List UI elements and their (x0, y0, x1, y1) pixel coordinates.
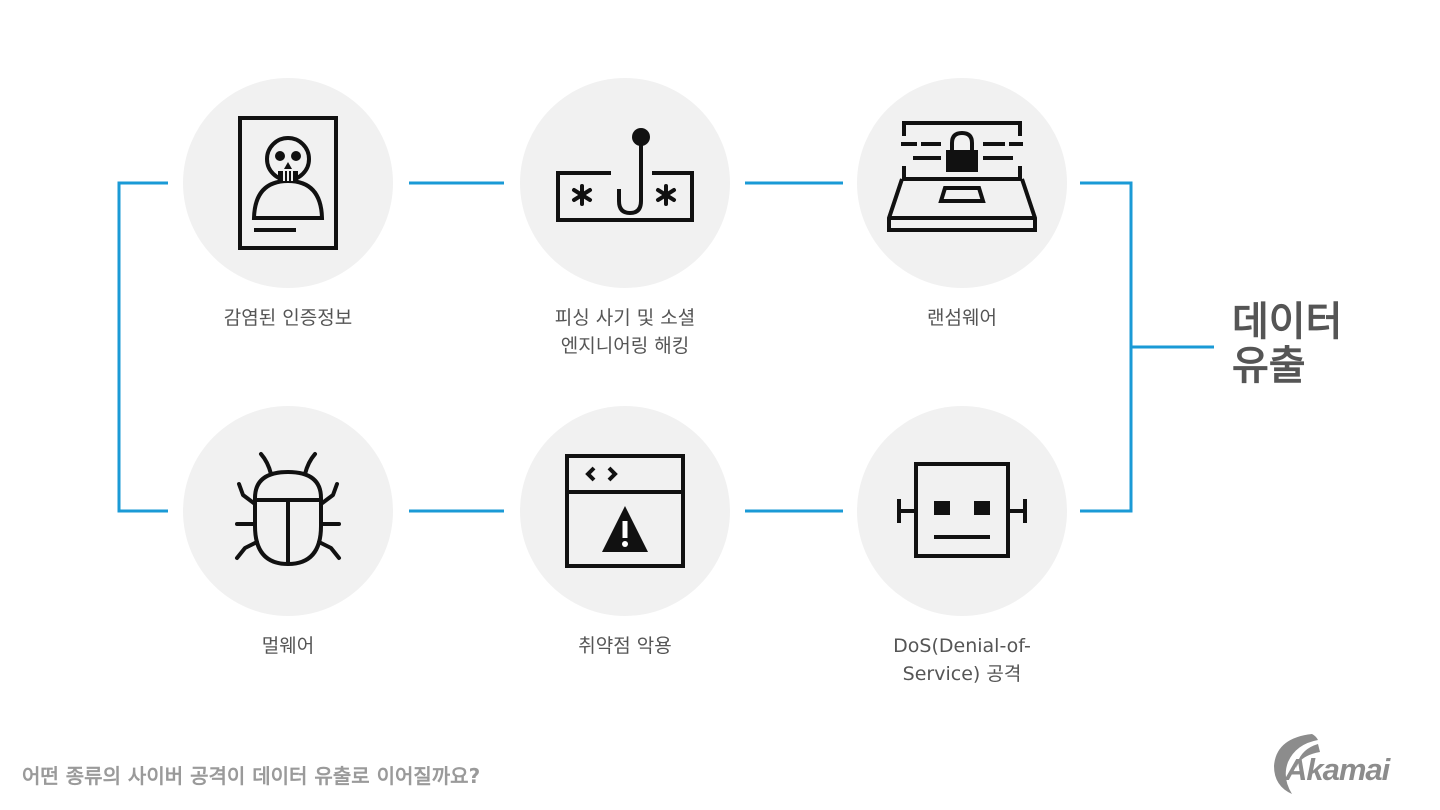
akamai-logo-icon (1274, 734, 1320, 794)
left-bracket-connector (117, 181, 168, 513)
password-hook-icon (556, 128, 694, 222)
right-bracket-connector (1080, 181, 1214, 513)
node-label: 멀웨어 (261, 635, 315, 657)
node-circle (857, 406, 1067, 616)
brand-name: Akamai (1285, 752, 1390, 787)
outcome-title: 데이터 유출 (1232, 299, 1343, 389)
id-badge-skull-icon (238, 116, 338, 250)
footer-question: 어떤 종류의 사이버 공격이 데이터 유출로 이어질까요? (22, 764, 481, 788)
node-label: 감염된 인증정보 (223, 307, 353, 329)
node-label: 피싱 사기 및 소셜 엔지니어링 해킹 (554, 307, 696, 357)
node-label: 취약점 악용 (578, 635, 672, 657)
node-label: 랜섬웨어 (927, 307, 997, 329)
node-circle (183, 406, 393, 616)
node-circle (520, 406, 730, 616)
robot-icon (897, 462, 1027, 558)
laptop-lock-icon (887, 121, 1037, 232)
node-circle (183, 78, 393, 288)
node-circle (857, 78, 1067, 288)
node-label: DoS(Denial-of- Service) 공격 (893, 635, 1031, 685)
bug-icon (235, 452, 341, 566)
browser-warning-icon (565, 454, 685, 568)
node-circle (520, 78, 730, 288)
